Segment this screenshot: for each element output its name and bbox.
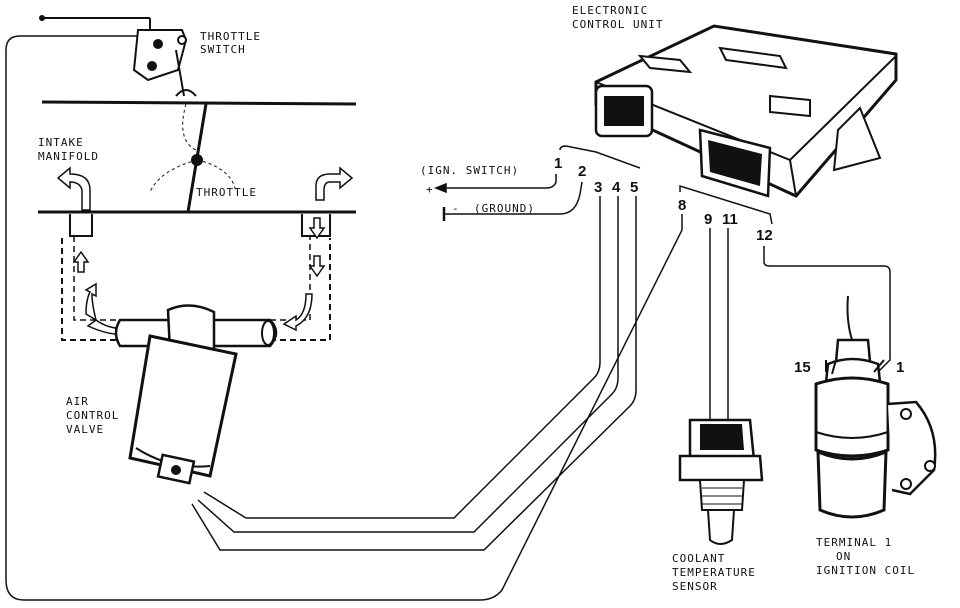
pin-9: 9 (704, 211, 712, 228)
air-control-valve-label-3: VALVE (66, 423, 104, 436)
coil-terminal-1: 1 (896, 359, 904, 376)
coolant-label-2: TEMPERATURE (672, 566, 756, 579)
coolant-temperature-sensor (678, 418, 764, 545)
throttle-body (41, 100, 357, 213)
pin-5: 5 (630, 179, 638, 196)
ground-label: (GROUND) (474, 202, 535, 215)
air-control-valve (114, 304, 278, 485)
terminal-label-1: TERMINAL 1 (816, 536, 892, 549)
pin-1: 1 (554, 155, 562, 172)
intake-manifold-label-2: MANIFOLD (38, 150, 99, 163)
ign-switch-label: (IGN. SWITCH) (420, 164, 519, 177)
minus-sign: - (452, 202, 460, 215)
ignition-coil (814, 295, 937, 519)
throttle-switch-label-1: THROTTLE (200, 30, 261, 43)
coil-terminal-15: 15 (794, 359, 811, 376)
pin-12: 12 (756, 227, 773, 244)
pin-11: 11 (722, 211, 738, 228)
pin-3: 3 (594, 179, 602, 196)
ecu-label-1: ELECTRONIC (572, 4, 648, 17)
throttle-switch-label-2: SWITCH (200, 43, 246, 56)
air-control-valve-label-2: CONTROL (66, 409, 119, 422)
terminal-label-2: ON (836, 550, 851, 563)
plus-sign: + (426, 183, 434, 196)
throttle-switch (39, 15, 197, 97)
air-control-valve-label-1: AIR (66, 395, 89, 408)
pin-4: 4 (612, 179, 621, 196)
wires (5, 35, 891, 601)
airflow-arrows (56, 166, 354, 343)
terminal-label-3: IGNITION COIL (816, 564, 915, 577)
pin-2: 2 (578, 163, 586, 180)
intake-manifold-label-1: INTAKE (38, 136, 84, 149)
throttle-label: THROTTLE (196, 186, 257, 199)
electronic-control-unit (594, 24, 898, 198)
ecu-label-2: CONTROL UNIT (572, 18, 663, 31)
coolant-label-1: COOLANT (672, 552, 725, 565)
coolant-label-3: SENSOR (672, 580, 718, 593)
pin-8: 8 (678, 197, 686, 214)
